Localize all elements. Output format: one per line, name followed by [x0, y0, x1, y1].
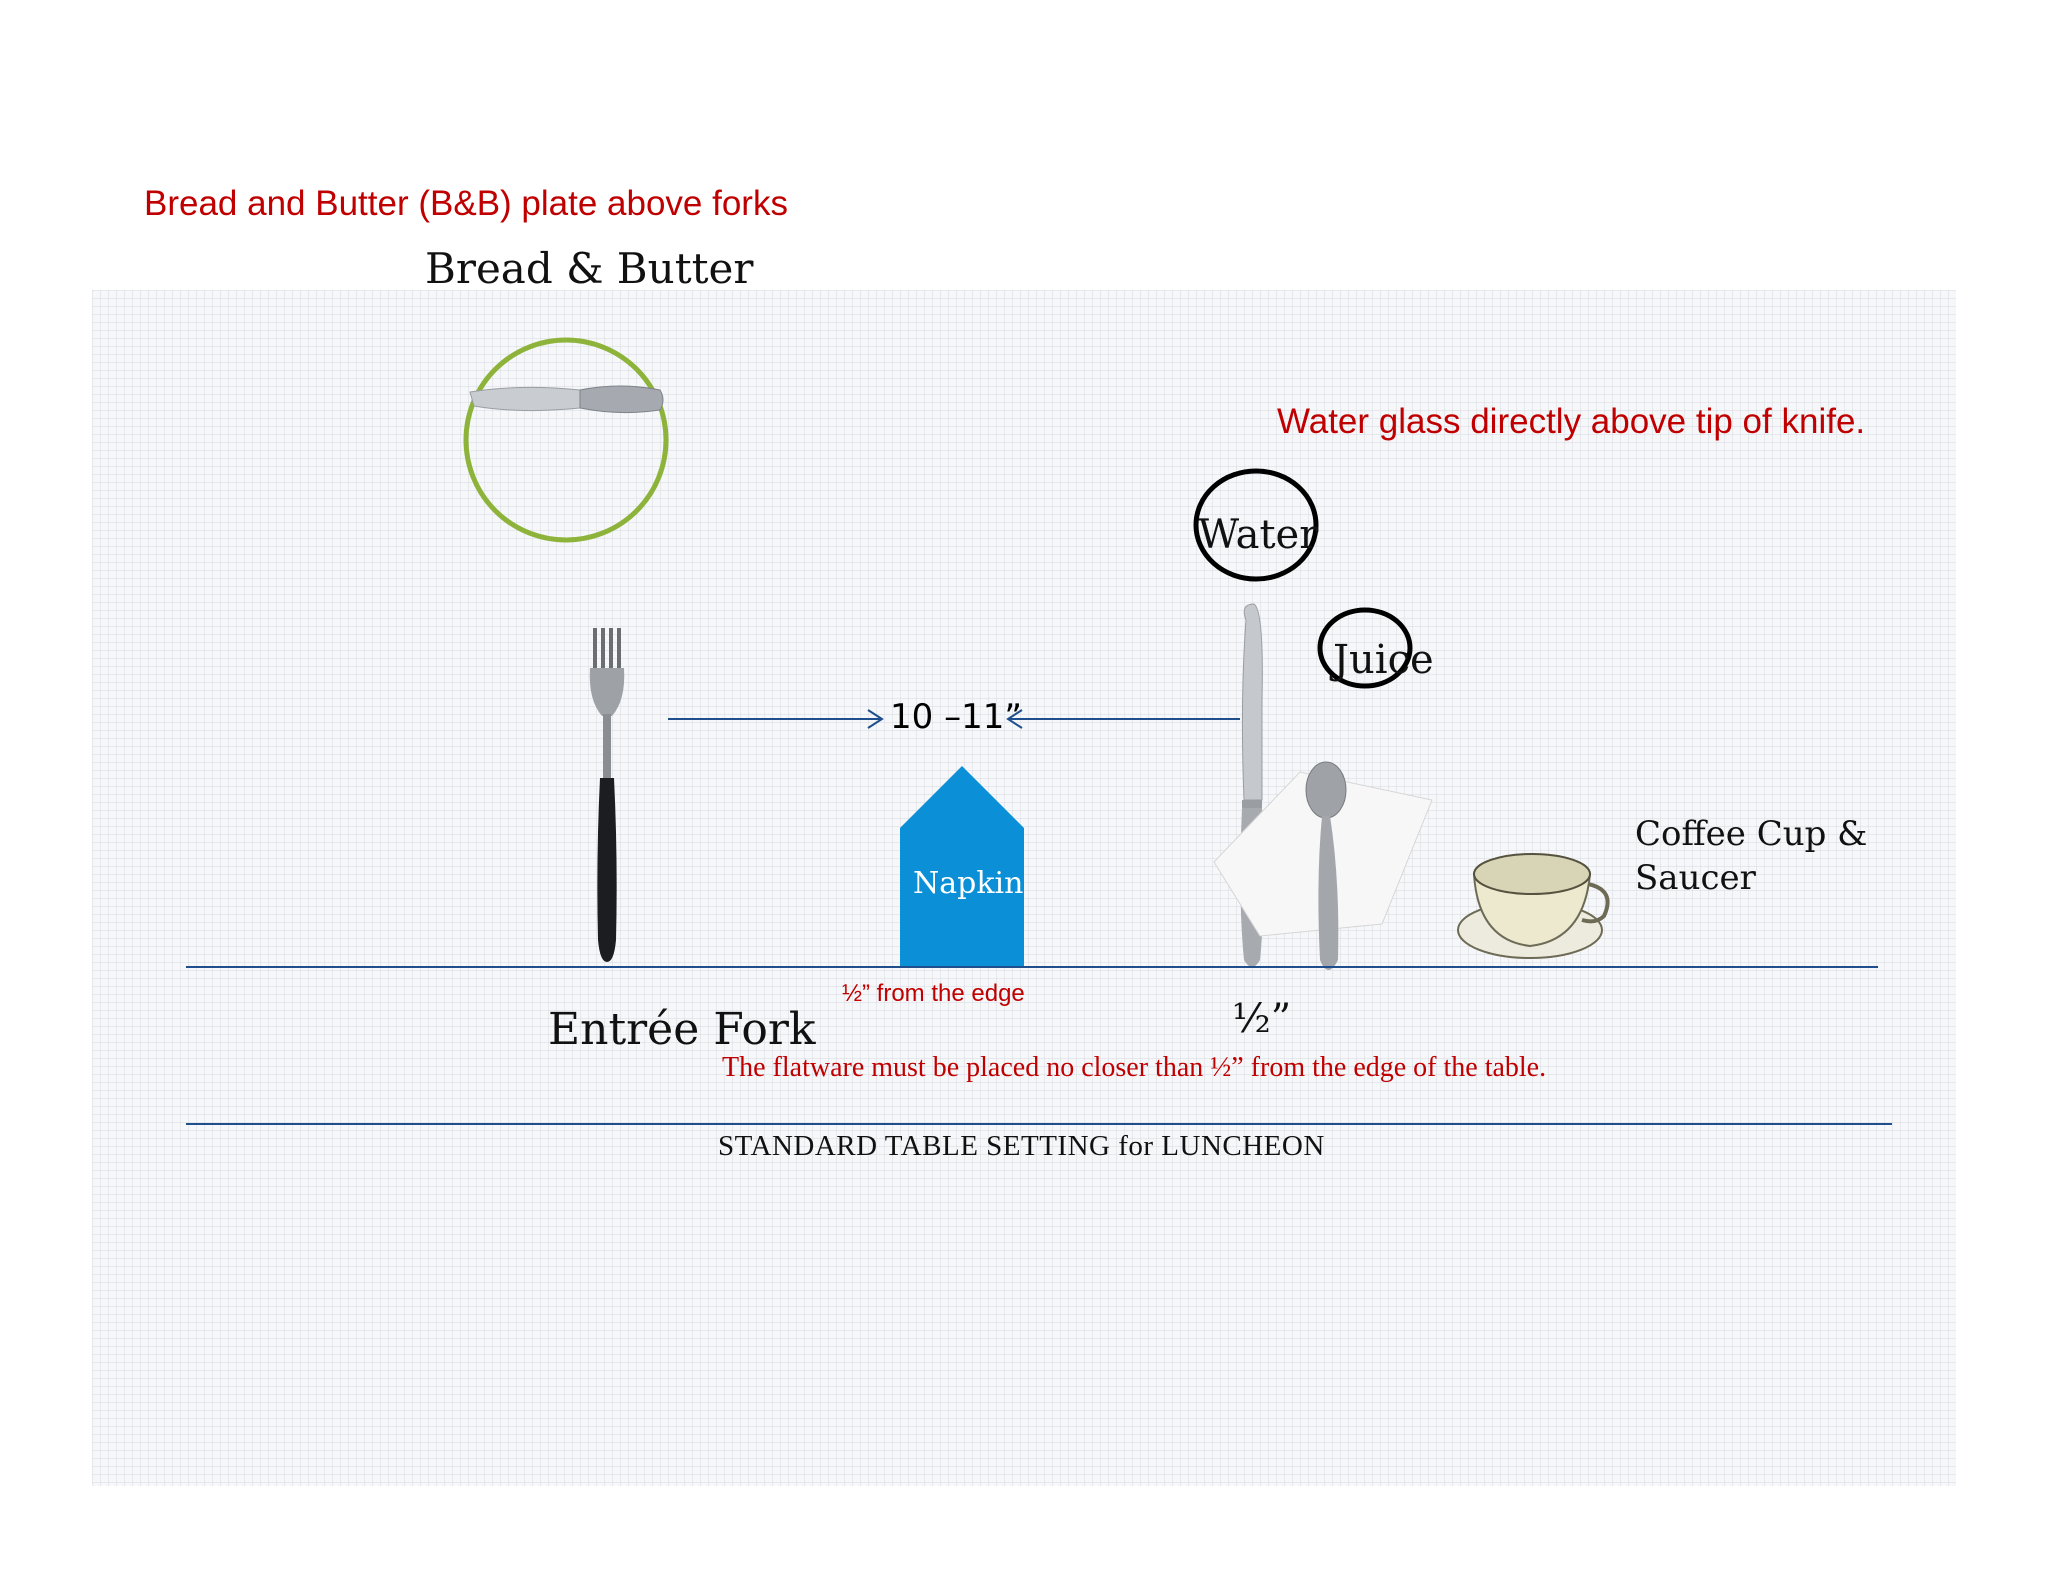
water-label: Water: [1198, 512, 1319, 558]
spoon-icon: [1305, 761, 1347, 970]
edge-distance-note: ½” from the edge: [842, 980, 1025, 1007]
bread-butter-label: Bread & Butter: [425, 244, 754, 293]
water-glass-icon: [1193, 468, 1319, 582]
distance-arrows: [668, 709, 1240, 729]
juice-glass-icon: [1317, 607, 1413, 689]
bb-placement-note: Bread and Butter (B&B) plate above forks: [144, 184, 788, 223]
juice-label: Juice: [1333, 637, 1434, 683]
flatware-rule-note: The flatware must be placed no closer th…: [722, 1052, 1547, 1083]
footer-title: STANDARD TABLE SETTING for LUNCHEON: [718, 1130, 1325, 1162]
half-inch-label: ½”: [1232, 996, 1292, 1042]
entree-fork-label: Entrée Fork: [548, 1004, 816, 1055]
butter-knife-icon: [469, 385, 664, 414]
napkin-label: Napkin: [913, 866, 1024, 901]
napkin-shape: [900, 766, 1024, 966]
coffee-cup-icon: [1457, 853, 1610, 959]
bb-plate-icon: [463, 337, 669, 543]
fork-icon: [589, 628, 625, 962]
coffee-cup-label: Coffee Cup & Saucer: [1635, 814, 1868, 898]
water-placement-note: Water glass directly above tip of knife.: [1277, 402, 1866, 441]
distance-label: 10 –11”: [890, 697, 1022, 737]
